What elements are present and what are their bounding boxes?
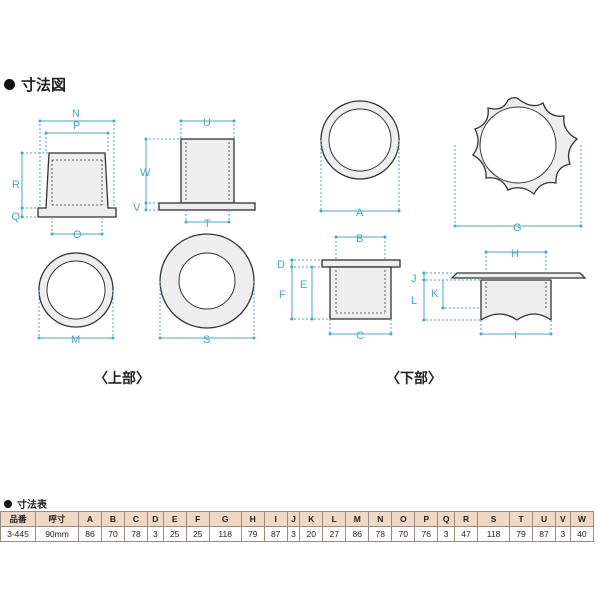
label-D: D bbox=[277, 259, 285, 271]
table-header-cell: Q bbox=[437, 511, 456, 527]
table-header-cell: S bbox=[477, 511, 511, 527]
label-M: M bbox=[71, 334, 80, 346]
label-A: A bbox=[356, 207, 364, 219]
table-cell: 3 bbox=[147, 526, 164, 542]
label-V: V bbox=[133, 202, 141, 214]
table-cell: 87 bbox=[532, 526, 557, 542]
table-header-cell: F bbox=[185, 511, 210, 527]
table-header-cell: E bbox=[162, 511, 187, 527]
caption-upper: 〈上部〉 bbox=[94, 371, 150, 387]
label-G: G bbox=[513, 222, 522, 234]
table-cell: 86 bbox=[345, 526, 370, 542]
lower-top-view-1: A bbox=[319, 100, 401, 219]
bullet-icon bbox=[4, 499, 12, 508]
upper-top-view-1: M bbox=[37, 252, 115, 346]
label-E: E bbox=[300, 279, 307, 291]
table-cell: 86 bbox=[78, 526, 102, 542]
label-P: P bbox=[73, 120, 80, 132]
table-cell: 78 bbox=[124, 526, 148, 542]
table-header-cell: L bbox=[322, 511, 347, 527]
table-cell: 70 bbox=[391, 526, 416, 542]
label-U: U bbox=[203, 117, 211, 129]
table-header-cell: J bbox=[286, 511, 301, 527]
table-header-cell: M bbox=[345, 511, 370, 527]
table-header-cell: 呼寸 bbox=[35, 511, 79, 527]
label-B: B bbox=[356, 233, 363, 245]
table-cell: 79 bbox=[509, 526, 534, 542]
lower-side-view-1: B C D E F bbox=[277, 233, 401, 342]
label-S: S bbox=[203, 334, 210, 346]
table-header-cell: K bbox=[299, 511, 324, 527]
label-H: H bbox=[511, 248, 519, 260]
table-header-cell: W bbox=[569, 511, 595, 527]
label-L: L bbox=[411, 295, 417, 307]
table-cell: 47 bbox=[454, 526, 479, 542]
table-cell: 3 bbox=[286, 526, 301, 542]
table-header-cell: 品番 bbox=[0, 511, 36, 527]
table-cell: 70 bbox=[101, 526, 125, 542]
label-O: O bbox=[73, 229, 82, 241]
upper-side-view-2: U W V T bbox=[133, 117, 256, 230]
table-cell: 87 bbox=[263, 526, 288, 542]
table-cell: 27 bbox=[322, 526, 347, 542]
table-cell: 25 bbox=[162, 526, 187, 542]
table-cell: 3-445 bbox=[0, 526, 36, 542]
table-cell: 78 bbox=[368, 526, 393, 542]
table-header-cell: R bbox=[454, 511, 479, 527]
table-header-cell: C bbox=[124, 511, 148, 527]
table-cell: 25 bbox=[185, 526, 210, 542]
table-header-cell: V bbox=[555, 511, 571, 527]
upper-side-view-1: N P R Q O bbox=[11, 108, 117, 241]
label-W: W bbox=[140, 167, 151, 179]
table-cell: 118 bbox=[208, 526, 242, 542]
label-R: R bbox=[12, 179, 20, 191]
table-header-cell: U bbox=[532, 511, 557, 527]
table-cell: 3 bbox=[555, 526, 571, 542]
table-header-cell: B bbox=[101, 511, 125, 527]
table-cell: 79 bbox=[240, 526, 265, 542]
table-cell: 40 bbox=[569, 526, 595, 542]
upper-top-view-2: S bbox=[158, 233, 256, 346]
caption-lower: 〈下部〉 bbox=[386, 371, 442, 387]
table-header-cell: D bbox=[147, 511, 164, 527]
table-cell: 3 bbox=[437, 526, 456, 542]
label-C: C bbox=[356, 330, 364, 342]
dimension-drawing: .dim { stroke:#4aa6cc; stroke-width:1; f… bbox=[11, 97, 587, 346]
label-N: N bbox=[72, 108, 80, 120]
table-header-cell: I bbox=[263, 511, 288, 527]
table-cell: 76 bbox=[414, 526, 439, 542]
section-title: 寸法図 bbox=[4, 74, 66, 95]
section-title-text: 寸法図 bbox=[21, 76, 67, 94]
label-K: K bbox=[431, 288, 439, 300]
table-header-cell: G bbox=[208, 511, 242, 527]
table-header-cell: A bbox=[78, 511, 102, 527]
table-title-text: 寸法表 bbox=[17, 500, 47, 511]
table-cell: 118 bbox=[477, 526, 511, 542]
table-cell: 20 bbox=[299, 526, 324, 542]
table-header-cell: T bbox=[509, 511, 534, 527]
table-cell: 90mm bbox=[35, 526, 79, 542]
lower-top-view-2: G bbox=[453, 97, 583, 234]
label-J: J bbox=[411, 273, 417, 285]
lower-side-view-2: H I J K L bbox=[411, 248, 587, 342]
table-title: 寸法表 bbox=[4, 496, 47, 511]
label-I: I bbox=[514, 330, 517, 342]
table-header-cell: P bbox=[414, 511, 439, 527]
table-header-cell: H bbox=[240, 511, 265, 527]
bullet-icon bbox=[4, 79, 15, 90]
table-header-cell: O bbox=[391, 511, 416, 527]
label-F: F bbox=[279, 289, 286, 301]
table-header-cell: N bbox=[368, 511, 393, 527]
label-Q: Q bbox=[11, 211, 20, 223]
label-T: T bbox=[204, 218, 211, 230]
